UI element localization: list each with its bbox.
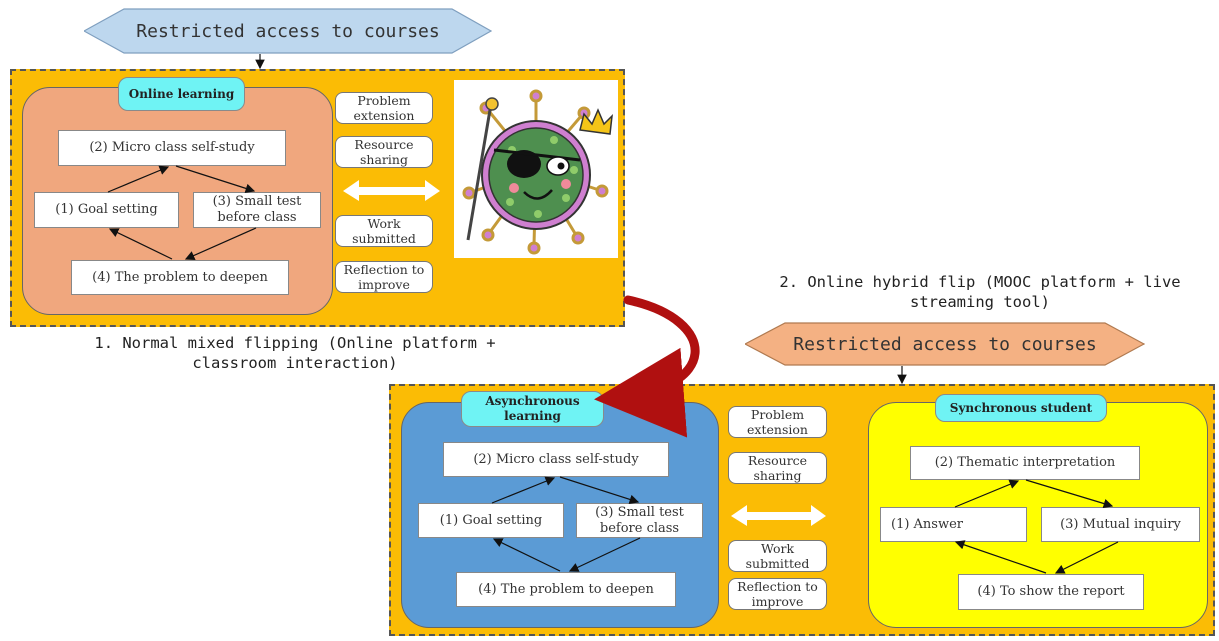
sync-report-node: (4) To show the report [958, 574, 1144, 610]
sync-answer-node: (1) Answer [880, 507, 1027, 542]
sync-answer-to-thematic [954, 479, 1020, 508]
async-micro-to-test [559, 476, 640, 505]
sync-report-to-answer [954, 540, 1047, 574]
top-deepen-to-goal [108, 228, 173, 260]
top-micro-node: (2) Micro class self-study [58, 130, 286, 166]
bottom-pill-reflection: Reflection to improve [728, 578, 827, 610]
curved-arrow-icon [594, 295, 700, 438]
async-test-to-deepen [568, 537, 641, 572]
top-test-to-deepen [184, 227, 257, 260]
async-micro-node: (2) Micro class self-study [443, 442, 669, 477]
bottom-double-arrow-icon [731, 505, 826, 526]
top-banner-label: Restricted access to courses [136, 20, 440, 42]
top-caption: 1. Normal mixed flipping (Online platfor… [94, 334, 496, 372]
sync-thematic-to-inquiry [1025, 479, 1114, 509]
top-double-arrow-icon [343, 180, 440, 201]
top-micro-to-test [175, 165, 256, 194]
sync-student-tag: Synchronous student [935, 394, 1107, 422]
top-goal-to-micro [107, 165, 170, 193]
async-goal-node: (1) Goal setting [418, 503, 564, 538]
top-deepen-node: (4) The problem to deepen [71, 260, 289, 295]
async-goal-to-micro [491, 476, 556, 504]
bottom-pill-work-submitted: Work submitted [728, 540, 827, 572]
sync-inquiry-node: (3) Mutual inquiry [1041, 507, 1200, 542]
async-test-node: (3) Small test before class [576, 503, 703, 538]
bottom-pill-problem-extension: Problem extension [728, 406, 827, 438]
top-banner-shape [84, 8, 492, 54]
top-pill-resource-sharing: Resource sharing [335, 136, 433, 168]
top-pill-work-submitted: Work submitted [335, 215, 433, 247]
online-learning-tag: Online learning [118, 77, 245, 111]
async-deepen-to-goal [492, 538, 561, 572]
sync-inquiry-to-report [1054, 541, 1119, 574]
top-test-node: (3) Small test before class [193, 192, 321, 228]
sync-thematic-node: (2) Thematic interpretation [910, 446, 1140, 480]
virus-illustration [454, 80, 618, 258]
top-pill-reflection: Reflection to improve [335, 261, 433, 293]
top-pill-problem-extension: Problem extension [335, 92, 433, 124]
top-goal-node: (1) Goal setting [34, 192, 179, 228]
async-deepen-node: (4) The problem to deepen [456, 572, 676, 607]
bottom-pill-resource-sharing: Resource sharing [728, 452, 827, 484]
bottom-caption: 2. Online hybrid flip (MOOC platform + l… [779, 273, 1181, 311]
bottom-banner-label: Restricted access to courses [793, 333, 1097, 355]
bottom-banner-shape [745, 322, 1145, 366]
async-learning-tag: Asynchronous learning [461, 391, 604, 427]
